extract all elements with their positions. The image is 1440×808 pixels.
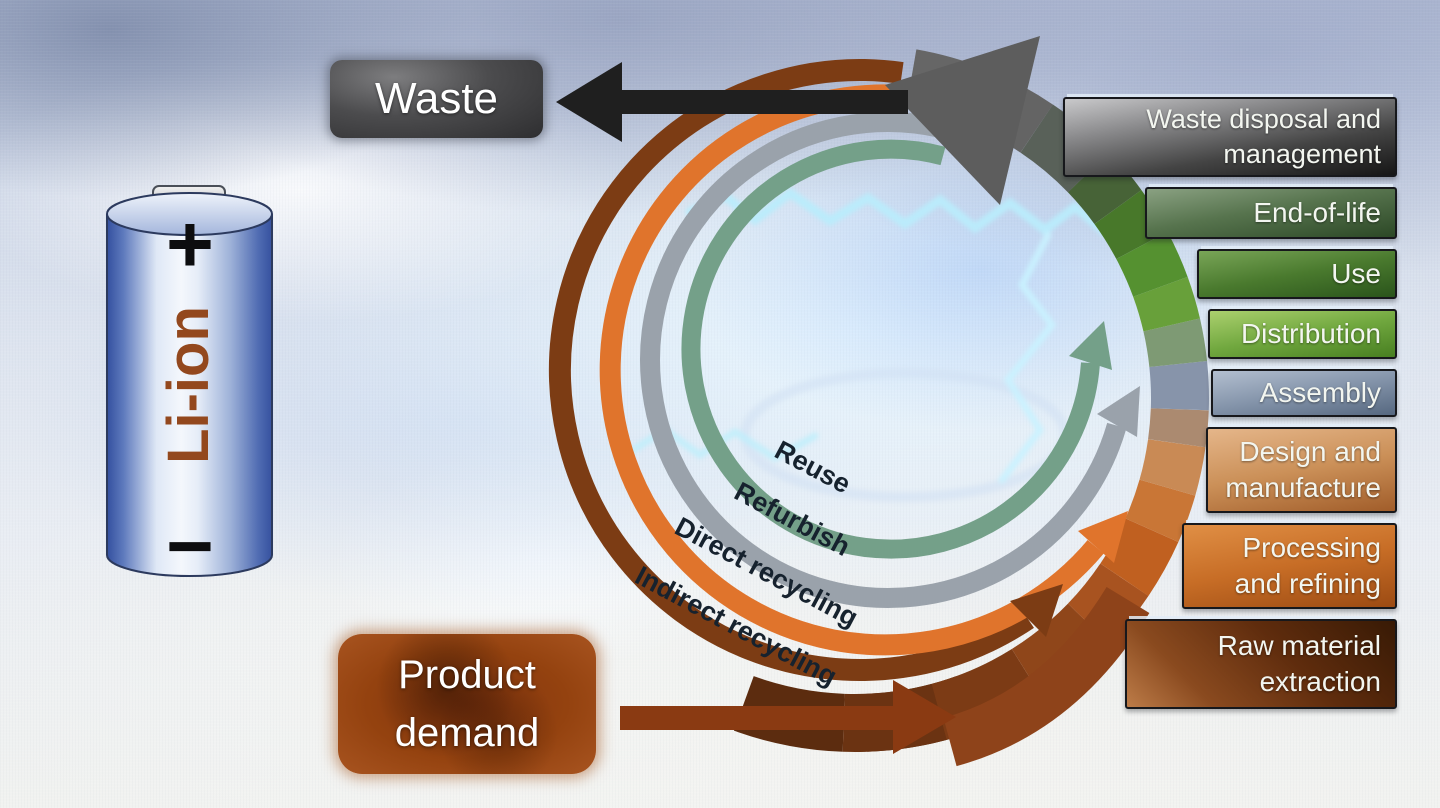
lightning-bolt-horizontal: [685, 187, 1110, 237]
stage-label: Raw material extraction: [1217, 629, 1381, 697]
waste-box: Waste: [330, 60, 543, 138]
stage-label: Waste disposal and management: [1146, 103, 1381, 169]
direct-recycling-arrowhead: [1078, 511, 1128, 563]
stage-raw-material-extraction: Raw material extraction: [1125, 619, 1397, 709]
stage-waste-disposal-and-management: Waste disposal and management: [1063, 97, 1397, 177]
ring-segment: [1094, 189, 1168, 260]
direct-recycling-arc: [599, 84, 1104, 656]
stage-use: Use: [1197, 249, 1397, 299]
stage-label: Design and manufacture: [1225, 435, 1381, 503]
battery-body: [106, 214, 273, 577]
stage-distribution: Distribution: [1208, 309, 1397, 359]
lightning-bolt-vertical: [998, 231, 1057, 484]
refurbish-arc: [640, 112, 1127, 609]
reuse-arc: [681, 139, 1100, 559]
indirect-recycling-arrowhead: [1010, 584, 1063, 637]
ring-segment: [1100, 517, 1179, 596]
refurbish-arrowhead: [1097, 386, 1140, 437]
reuse-arrowhead: [1069, 321, 1112, 370]
stage-label: Use: [1331, 257, 1381, 289]
ring-segment: [1149, 360, 1209, 411]
battery-illustration: + − Li-ion: [106, 185, 273, 592]
ring-end-arrowhead: [885, 36, 1040, 205]
product-demand-box: Product demand: [338, 634, 596, 774]
battery-negative-sign: −: [166, 501, 214, 592]
ring-segment: [1116, 231, 1188, 298]
battery-top-cap: [106, 192, 273, 236]
stage-label: End-of-life: [1253, 196, 1381, 228]
ring-segment: [1133, 276, 1200, 332]
waste-arrow: [556, 62, 908, 142]
product-demand-merge-swoosh: [943, 586, 1150, 767]
ring-segment: [1067, 152, 1142, 225]
stage-label: Distribution: [1240, 317, 1381, 349]
waste-box-label: Waste: [374, 74, 499, 123]
stage-design-and-manufacture: Design and manufacture: [1206, 427, 1397, 513]
stage-processing-and-refining: Processing and refining: [1182, 523, 1397, 609]
recycling-arrowheads: [1010, 321, 1140, 637]
battery-label: Li-ion: [156, 306, 221, 464]
product-demand-arrow: [620, 680, 956, 754]
ring-segment: [1139, 438, 1206, 496]
ring-segment: [1125, 479, 1196, 542]
ring-segment: [1143, 318, 1208, 368]
stage-label: Processing and refining: [1234, 531, 1381, 599]
ring-segment: [1148, 407, 1209, 448]
stage-end-of-life: End-of-life: [1145, 187, 1397, 239]
stage-label: Assembly: [1259, 376, 1381, 408]
stage-assembly: Assembly: [1211, 369, 1397, 417]
ring-segment: [931, 648, 1043, 740]
product-demand-box-label: Product demand: [394, 653, 540, 755]
battery-positive-sign: +: [166, 199, 214, 290]
